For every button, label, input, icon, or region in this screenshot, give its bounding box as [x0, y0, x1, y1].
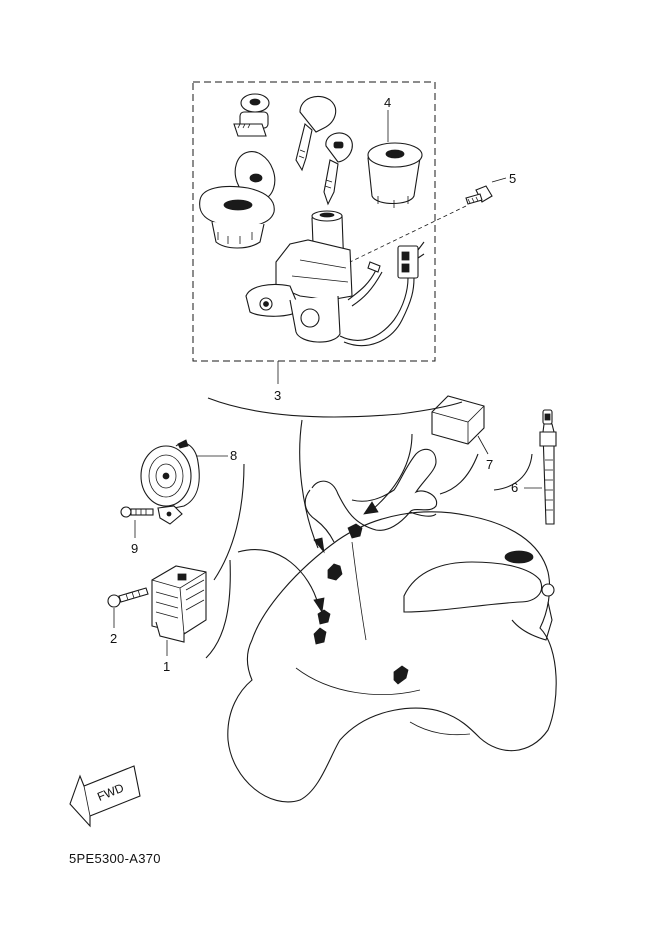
relay-icon	[431, 395, 485, 445]
key-icon	[295, 95, 337, 172]
main-switch-assembly-box	[192, 81, 436, 362]
key-icon	[323, 132, 353, 206]
fuel-cap-icon	[199, 151, 276, 249]
scooter-silhouette	[227, 448, 557, 803]
horn-icon	[140, 439, 200, 525]
callout-number: 9	[131, 541, 138, 556]
callout-number: 7	[486, 457, 493, 472]
callout-number: 1	[163, 659, 170, 674]
callout-number: 2	[110, 631, 117, 646]
wire-harness-icon	[339, 241, 425, 347]
screw-icon	[465, 185, 493, 205]
ignition-switch-icon	[245, 210, 353, 343]
callout-number: 3	[274, 388, 281, 403]
screw-icon	[107, 587, 149, 608]
callout-number: 8	[230, 448, 237, 463]
bolt-icon	[120, 506, 154, 518]
callout-number: 6	[511, 480, 518, 495]
callout-number: 4	[384, 95, 391, 110]
seat-lock-icon	[233, 93, 270, 137]
diagram-code: 5PE5300-A370	[69, 851, 161, 866]
switch-cover-icon	[367, 142, 423, 208]
rectifier-regulator-icon	[151, 565, 207, 643]
forward-arrow-icon: FWD	[69, 765, 141, 828]
callout-number: 5	[509, 171, 516, 186]
cable-tie-icon	[539, 409, 557, 525]
